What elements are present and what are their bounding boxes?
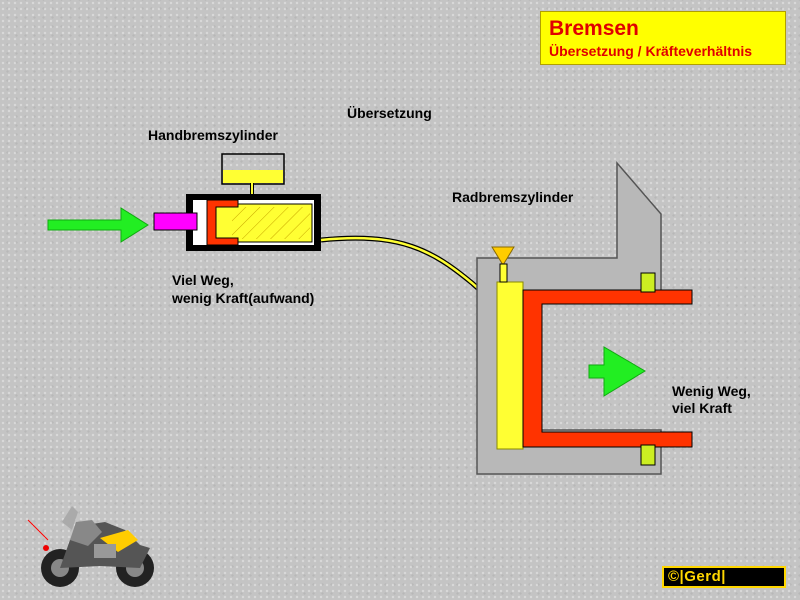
output-arrow-icon: [588, 346, 646, 397]
plunger: [153, 212, 198, 231]
reservoir-fluid: [223, 170, 283, 183]
label-hand-line1: Viel Weg,: [172, 272, 234, 288]
motorcycle-icon: [27, 506, 154, 587]
master-piston: [206, 199, 239, 246]
label-rad-line2: viel Kraft: [672, 400, 732, 416]
title-main: Bremsen: [549, 17, 639, 40]
label-hand-line2: wenig Kraft(aufwand): [172, 290, 315, 306]
brake-line: [320, 235, 500, 308]
title-subtitle: Übersetzung / Kräfteverhältnis: [549, 43, 753, 59]
input-arrow-icon: [47, 207, 149, 243]
label-uebersetzung: Übersetzung: [347, 105, 432, 121]
label-handbremszylinder: Handbremszylinder: [148, 127, 278, 143]
copyright-badge: ©|Gerd|: [662, 566, 786, 588]
label-rad-line1: Wenig Weg,: [672, 383, 751, 399]
wheel-piston: [522, 289, 693, 448]
title-box: Bremsen Übersetzung / Kräfteverhältnis: [540, 11, 786, 65]
master-spring: [232, 207, 310, 239]
label-radbremszylinder: Radbremszylinder: [452, 189, 574, 205]
wheel-fluid: [496, 281, 524, 450]
bleed-funnel-icon: [491, 246, 515, 266]
seal-bottom: [640, 444, 656, 466]
seal-top: [640, 272, 656, 293]
